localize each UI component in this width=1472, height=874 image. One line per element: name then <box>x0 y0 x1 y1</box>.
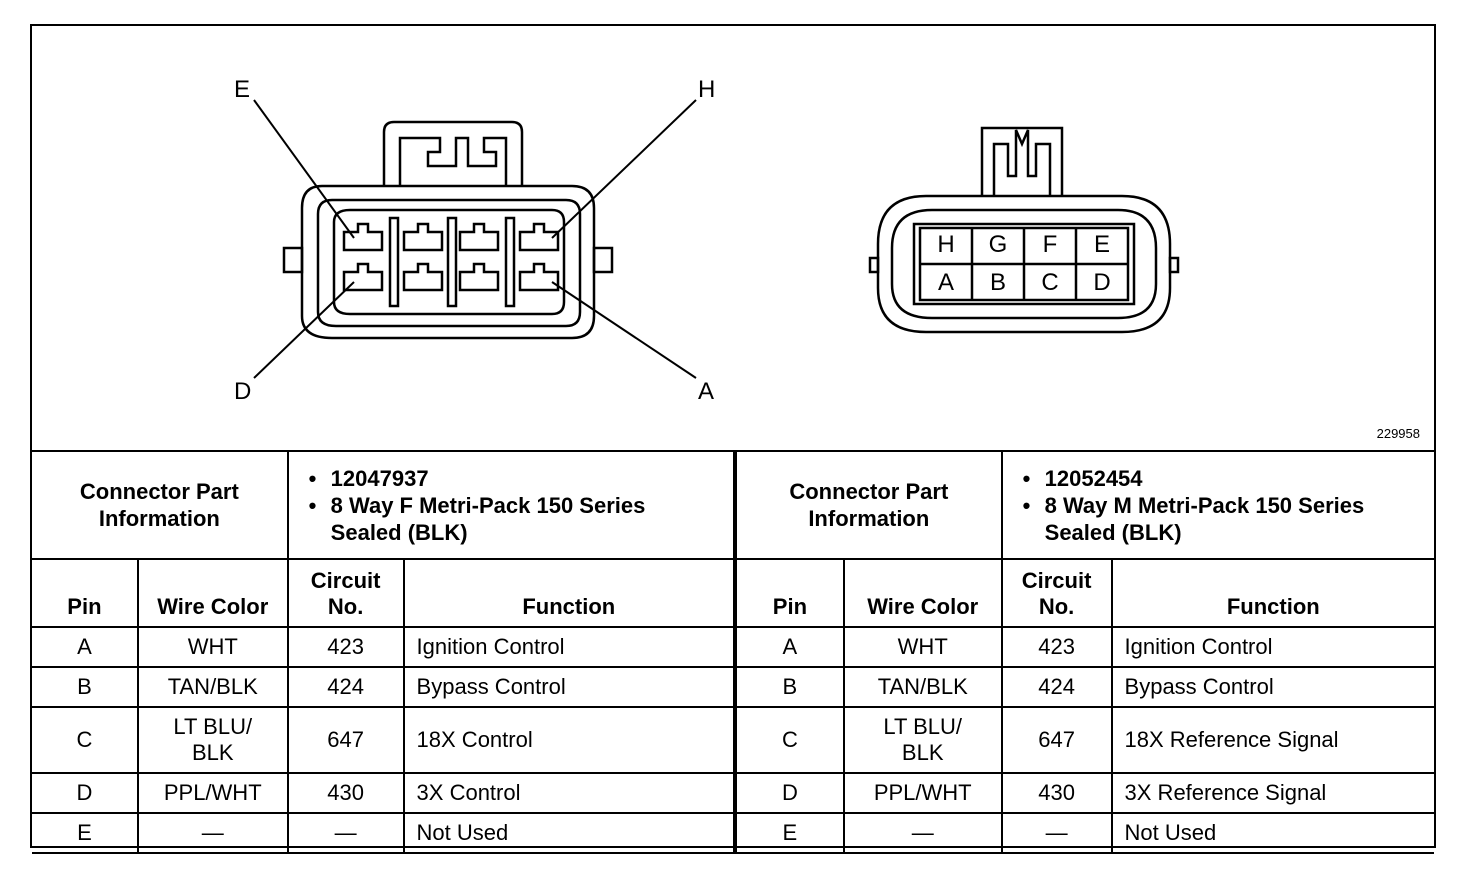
info-label-line: Connector Part <box>789 479 949 504</box>
cavity-label: A <box>937 269 954 296</box>
circuit-cell: 423 <box>1000 626 1113 668</box>
callout-d: D <box>234 378 252 405</box>
male-pinout-table: Connector Part Information 12052454 8 Wa… <box>735 450 1434 854</box>
connector-drawings <box>253 99 1180 379</box>
cavity-label: B <box>989 269 1006 296</box>
table-row: B TAN/BLK 424 Bypass Control <box>735 666 1434 708</box>
wire-color-cell: TAN/BLK <box>136 666 289 708</box>
function-cell: Not Used <box>1110 812 1434 854</box>
wire-color-cell: WHT <box>842 626 1003 668</box>
pin-cell: C <box>32 706 139 774</box>
figure-number: 229958 <box>1376 426 1420 441</box>
pin-cell: B <box>735 666 845 708</box>
part-number: 12052454 <box>1023 465 1434 492</box>
column-header-pin: Pin <box>32 558 139 628</box>
cavity-label: C <box>1041 269 1059 296</box>
function-cell: Ignition Control <box>1110 626 1434 668</box>
wire-color-cell: — <box>136 812 289 854</box>
info-label-cell: Connector Part Information <box>32 450 289 560</box>
function-cell: 3X Reference Signal <box>1110 772 1434 814</box>
callout-e: E <box>234 76 251 103</box>
column-header-pin: Pin <box>735 558 845 628</box>
info-label-cell: Connector Part Information <box>735 450 1003 560</box>
function-cell: Ignition Control <box>402 626 736 668</box>
function-cell: 18X Reference Signal <box>1110 706 1434 774</box>
pin-cell: A <box>735 626 845 668</box>
circuit-cell: 423 <box>286 626 405 668</box>
circuit-cell: 424 <box>286 666 405 708</box>
pin-cell: D <box>32 772 139 814</box>
male-connector-drawing <box>868 126 1180 334</box>
wire-color-cell: — <box>842 812 1003 854</box>
female-pinout-table: Connector Part Information 12047937 8 Wa… <box>32 450 736 854</box>
circuit-cell: 430 <box>286 772 405 814</box>
callout-h: H <box>698 76 716 103</box>
pin-cell: C <box>735 706 845 774</box>
circuit-cell: — <box>1000 812 1113 854</box>
wire-color-cell: LT BLU/BLK <box>136 706 289 774</box>
function-cell: 18X Control <box>402 706 736 774</box>
column-header-wire-color: Wire Color <box>842 558 1003 628</box>
connector-diagram-frame: E H D A H G F E A B C D 229958 Connector… <box>30 24 1436 854</box>
cavity-label: D <box>1093 269 1111 296</box>
cavity-label: E <box>1093 231 1110 258</box>
circuit-cell: 647 <box>286 706 405 774</box>
connector-illustration: E H D A H G F E A B C D 229958 <box>32 26 1434 452</box>
part-info-cell: 12047937 8 Way F Metri-Pack 150 SeriesSe… <box>286 450 736 560</box>
table-row: E — — Not Used <box>735 812 1434 854</box>
pin-cell: A <box>32 626 139 668</box>
pin-cell: B <box>32 666 139 708</box>
circuit-cell: — <box>286 812 405 854</box>
pin-cell: D <box>735 772 845 814</box>
cavity-label: F <box>1042 231 1058 258</box>
table-row: A WHT 423 Ignition Control <box>735 626 1434 668</box>
part-info-cell: 12052454 8 Way M Metri-Pack 150 SeriesSe… <box>1000 450 1434 560</box>
function-cell: 3X Control <box>402 772 736 814</box>
cavity-label: G <box>988 231 1008 258</box>
table-row: A WHT 423 Ignition Control <box>32 626 736 668</box>
part-number: 12047937 <box>309 465 733 492</box>
female-connector-drawing <box>253 99 697 379</box>
wire-color-cell: PPL/WHT <box>842 772 1003 814</box>
cavity-label: H <box>937 231 955 258</box>
table-row: E — — Not Used <box>32 812 736 854</box>
callout-a: A <box>698 378 715 405</box>
table-row: B TAN/BLK 424 Bypass Control <box>32 666 736 708</box>
info-label-line: Information <box>98 506 220 531</box>
wire-color-cell: TAN/BLK <box>842 666 1003 708</box>
table-row: C LT BLU/BLK 647 18X Control <box>32 706 736 774</box>
info-label-line: Information <box>808 506 930 531</box>
info-label-line: Connector Part <box>79 479 239 504</box>
wire-color-cell: WHT <box>136 626 289 668</box>
table-row: C LT BLU/BLK 647 18X Reference Signal <box>735 706 1434 774</box>
column-header-function: Function <box>1110 558 1434 628</box>
circuit-cell: 430 <box>1000 772 1113 814</box>
column-header-function: Function <box>402 558 736 628</box>
circuit-cell: 647 <box>1000 706 1113 774</box>
function-cell: Not Used <box>402 812 736 854</box>
wire-color-cell: LT BLU/BLK <box>842 706 1003 774</box>
circuit-cell: 424 <box>1000 666 1113 708</box>
table-row: D PPL/WHT 430 3X Reference Signal <box>735 772 1434 814</box>
pin-cell: E <box>735 812 845 854</box>
function-cell: Bypass Control <box>1110 666 1434 708</box>
table-row: D PPL/WHT 430 3X Control <box>32 772 736 814</box>
wire-color-cell: PPL/WHT <box>136 772 289 814</box>
function-cell: Bypass Control <box>402 666 736 708</box>
column-header-wire-color: Wire Color <box>136 558 289 628</box>
pin-cell: E <box>32 812 139 854</box>
